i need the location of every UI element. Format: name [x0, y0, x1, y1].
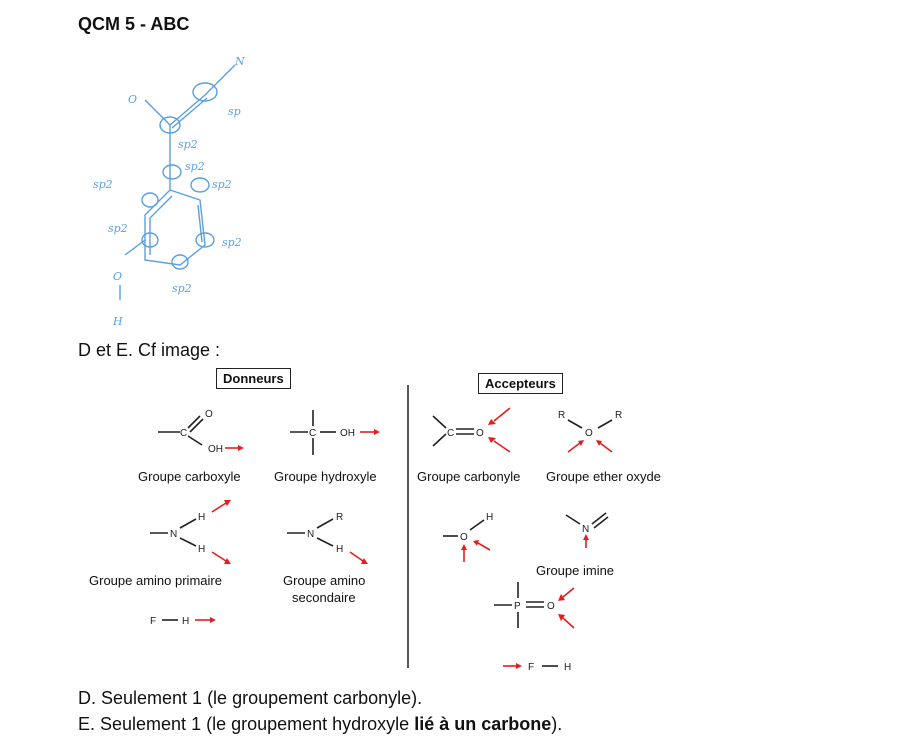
o-h-acceptor-structure: O H	[443, 512, 493, 562]
sketch-o-bottom: O	[113, 270, 122, 283]
svg-text:R: R	[558, 410, 565, 421]
question-title: QCM 5 - ABC	[78, 14, 190, 34]
carbonyle-label: Groupe carbonyle	[417, 469, 521, 484]
svg-text:F: F	[150, 616, 156, 627]
svg-text:R: R	[336, 512, 343, 523]
accepteurs-label: Accepteurs	[478, 373, 563, 394]
ether-structure: R R O	[558, 410, 622, 453]
svg-text:C: C	[180, 428, 187, 439]
sketch-sp2-5: sp2	[108, 222, 128, 235]
carboxyle-label: Groupe carboxyle	[138, 469, 241, 484]
fh-donor-structure: F H	[150, 616, 216, 627]
svg-text:O: O	[476, 428, 484, 439]
sketch-sp: sp	[228, 105, 241, 118]
svg-text:H: H	[198, 544, 205, 555]
svg-text:OH: OH	[208, 444, 223, 455]
answer-d: D. Seulement 1 (le groupement carbonyle)…	[78, 688, 423, 708]
svg-text:O: O	[205, 409, 213, 420]
ether-label: Groupe ether oxyde	[546, 469, 661, 484]
svg-text:P: P	[514, 601, 521, 612]
svg-text:O: O	[547, 601, 555, 612]
svg-text:R: R	[615, 410, 622, 421]
svg-text:O: O	[585, 428, 593, 439]
svg-text:H: H	[198, 512, 205, 523]
sketch-sp2-6: sp2	[222, 236, 242, 249]
svg-text:N: N	[307, 529, 314, 540]
svg-text:OH: OH	[340, 428, 355, 439]
sketch-h: H	[112, 315, 123, 328]
amino-primaire-label: Groupe amino primaire	[89, 573, 222, 588]
handwritten-molecule: O N sp sp2 sp2 sp2 sp2 sp2 sp2 sp2 O H	[93, 55, 245, 328]
fh-acceptor-structure: F H	[503, 662, 571, 673]
answer-e-bold: lié à un carbone	[414, 714, 552, 734]
d-e-intro: D et E. Cf image :	[78, 340, 221, 360]
phosphoryle-structure: P O	[494, 582, 575, 629]
sketch-sp2-1: sp2	[178, 138, 198, 151]
imine-label: Groupe imine	[536, 563, 615, 578]
sketch-sp2-4: sp2	[212, 178, 232, 191]
carboxyle-structure: C O OH	[158, 409, 244, 455]
hydroxyle-structure: C OH	[290, 410, 380, 455]
sketch-o-top: O	[128, 93, 137, 106]
svg-text:F: F	[528, 662, 534, 673]
svg-text:C: C	[447, 428, 454, 439]
sketch-sp2-7: sp2	[172, 282, 192, 295]
amino-secondaire-label-2: secondaire	[292, 590, 356, 605]
answer-e: E. Seulement 1 (le groupement hydroxyle …	[78, 714, 563, 734]
svg-text:N: N	[582, 524, 589, 535]
imine-structure: N	[565, 512, 609, 548]
svg-text:H: H	[486, 512, 493, 523]
sketch-sp2-3: sp2	[93, 178, 113, 191]
svg-text:O: O	[460, 532, 468, 543]
donneurs-label: Donneurs	[216, 368, 291, 389]
amino-secondaire-structure: N R H	[287, 512, 368, 564]
svg-text:H: H	[564, 662, 571, 673]
svg-text:H: H	[182, 616, 189, 627]
sketch-sp2-2: sp2	[185, 160, 205, 173]
carbonyle-structure: C O	[432, 407, 511, 453]
sketch-n: N	[234, 55, 245, 68]
amino-primaire-structure: N H H	[150, 500, 231, 564]
svg-text:N: N	[170, 529, 177, 540]
svg-text:H: H	[336, 544, 343, 555]
amino-secondaire-label-1: Groupe amino	[283, 573, 366, 588]
svg-text:C: C	[309, 428, 316, 439]
hydroxyle-label: Groupe hydroxyle	[274, 469, 377, 484]
